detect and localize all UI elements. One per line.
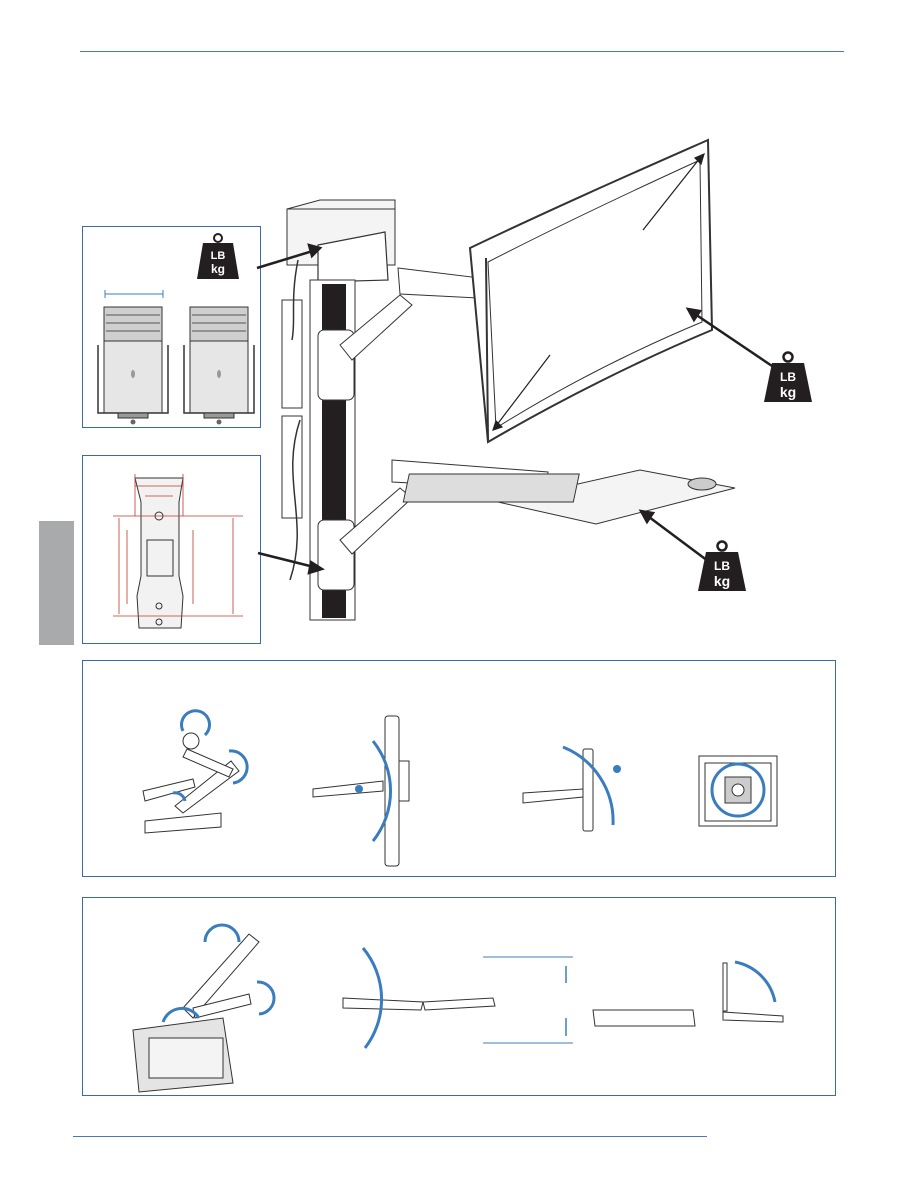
monitor-adjustment-panel bbox=[82, 660, 836, 877]
weight-line2: kg bbox=[714, 573, 730, 589]
bottom-rule bbox=[73, 1136, 707, 1137]
adjustment-drawings bbox=[83, 661, 837, 878]
keyboard-drawings bbox=[83, 898, 837, 1097]
keyboard-adjustment-panel bbox=[82, 897, 836, 1096]
weight-line1: LB bbox=[714, 559, 730, 573]
